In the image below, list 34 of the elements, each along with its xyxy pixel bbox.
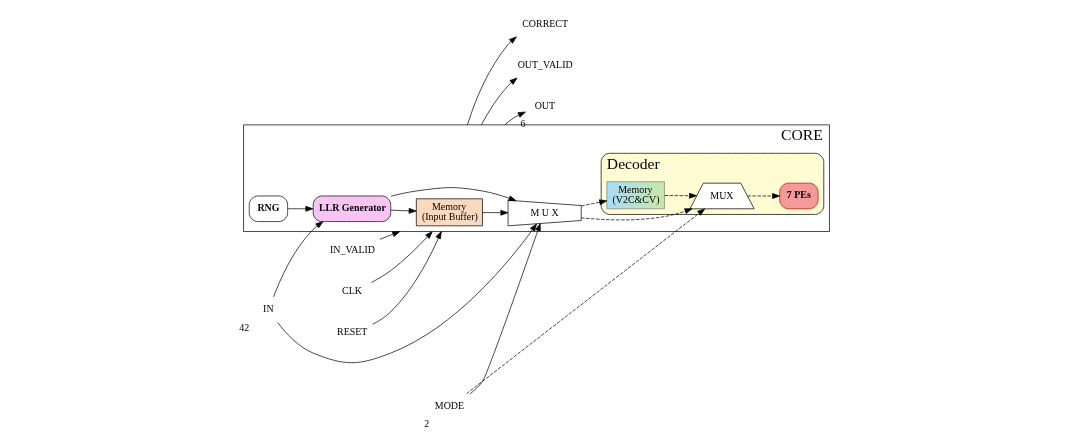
arrow [466,208,706,394]
node-box: Memory (Input Buffer) [415,198,483,227]
arrow [372,231,442,325]
node-text: CLK [342,284,362,296]
arrow [467,36,517,126]
node-box: M U X [507,199,582,227]
node-text: OUT [534,100,556,111]
node-label: 2 [424,418,430,430]
arrow [390,187,517,202]
arrow [580,208,693,221]
node-text: OUT_VALID [517,58,573,70]
arrow [747,193,780,199]
node-text: MODE [434,400,465,412]
arrow [273,221,324,298]
node-text: IN_VALID [329,243,376,255]
arrow [580,199,608,207]
node-box: RNG [248,195,288,222]
node-box: Memory (V2C&CV) [606,181,665,210]
node-label: 42 [239,321,250,333]
arrow [664,192,697,199]
arrow [482,209,509,216]
arrow [469,223,541,395]
arrow [371,231,433,283]
arrow [504,111,526,126]
node-text: CORRECT [522,17,569,29]
node-text: IN [263,303,274,315]
arrow [379,231,401,240]
arrow [287,205,314,212]
arrow [390,208,417,214]
node-text: RESET [337,326,368,338]
node-box: LLR Generator [312,195,392,222]
arrow [277,223,537,364]
node-box: 7 PEs [779,182,819,210]
arrow [481,77,518,126]
